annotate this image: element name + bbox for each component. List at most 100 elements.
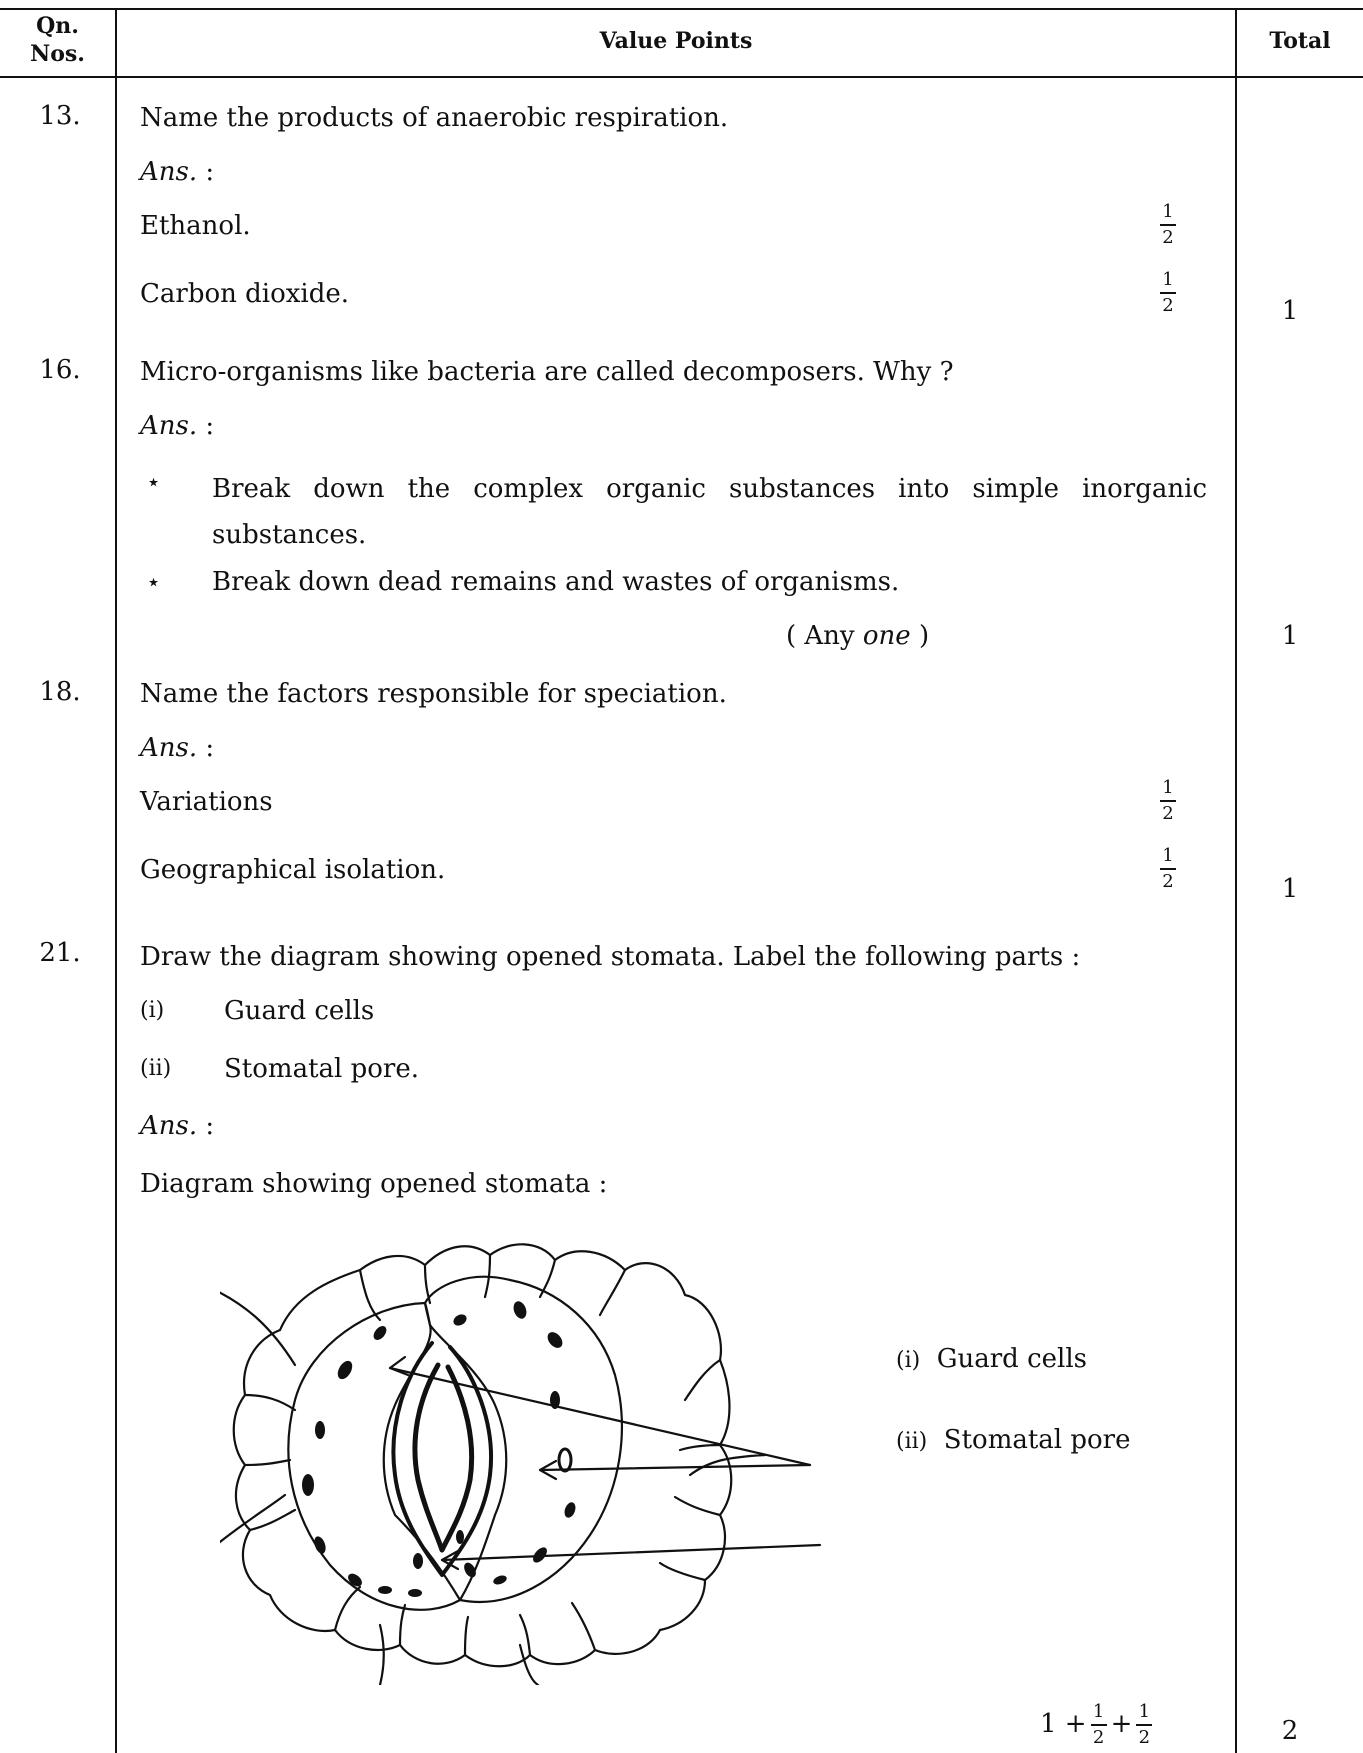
epidermal-cell-wall (518, 1613, 532, 1657)
chloroplast (302, 1474, 314, 1496)
header-qn-nos: Qn. Nos. (0, 12, 115, 68)
epidermal-cell-wall (358, 1268, 382, 1322)
chloroplast (547, 1332, 563, 1348)
q21-number: 21. (39, 938, 81, 968)
stomatal-pore (391, 1341, 493, 1577)
chloroplast (464, 1562, 476, 1578)
epidermal-cell-wall (243, 1393, 297, 1412)
epidermal-cell-wall (333, 1585, 362, 1632)
stray-line (220, 1291, 297, 1367)
q21-part-1: Guard cells (224, 996, 375, 1026)
q21-diagram-caption: Diagram showing opened stomata : (140, 1169, 608, 1199)
epidermal-cell-wall (658, 1561, 707, 1582)
q18-ans-label: Ans. : (140, 733, 215, 763)
chloroplast (493, 1575, 507, 1585)
header-nos: Nos. (30, 41, 85, 67)
epidermal-cell-wall (570, 1601, 597, 1652)
chloroplast (348, 1573, 362, 1587)
stray-line (688, 1453, 767, 1477)
q16-star-bullet-2: ⋆ (146, 568, 162, 596)
stomatal-pore-inner (412, 1362, 475, 1553)
table-top-border (0, 8, 1363, 10)
chloroplast (557, 1447, 573, 1473)
q13-total: 1 (1281, 296, 1299, 326)
q13-answer-ethanol: Ethanol. (140, 211, 251, 241)
diagram-label-stomatal-pore: (ii) Stomatal pore (896, 1425, 1131, 1455)
stray-line (518, 1643, 540, 1685)
chloroplast (453, 1314, 467, 1326)
chloroplast (315, 1421, 325, 1439)
stomata-diagram (220, 1243, 822, 1685)
chloroplast (314, 1536, 326, 1554)
arrowhead (440, 1549, 460, 1571)
q16-point-1: Break down the complex organic substance… (212, 474, 1207, 550)
epidermal-cell-wall (248, 1508, 297, 1532)
chloroplast (550, 1391, 560, 1409)
q21-question: Draw the diagram showing opened stomata.… (140, 942, 1081, 972)
epidermal-cell-wall (678, 1443, 722, 1452)
diagram-label-guard-cells: (i) Guard cells (896, 1344, 1088, 1374)
q18-answer-variations: Variations (140, 787, 273, 817)
arrowhead (538, 1459, 558, 1481)
q21-total: 2 (1281, 1716, 1299, 1746)
chloroplast (408, 1589, 422, 1597)
chloroplast (413, 1553, 423, 1569)
q21-part-2-number: (ii) (140, 1056, 172, 1081)
stray-line (220, 1493, 287, 1544)
epidermal-cell-wall (483, 1253, 492, 1299)
chloroplast (564, 1502, 576, 1518)
epidermal-cell-wall (423, 1263, 432, 1305)
q13-answer-carbon-dioxide: Carbon dioxide. (140, 279, 350, 309)
q21-ans-label: Ans. : (140, 1111, 215, 1141)
q21-part-1-number: (i) (140, 998, 165, 1023)
epidermal-cell-wall (683, 1358, 722, 1402)
label-line-guard-cell-left (388, 1366, 812, 1467)
epidermal-cell-wall (398, 1603, 407, 1647)
epidermal-cell-wall (598, 1268, 627, 1317)
q18-number: 18. (39, 677, 81, 707)
q16-any-one-note: ( Any one ) (786, 621, 930, 651)
label-line-guard-cell-right (538, 1463, 812, 1472)
epidermal-cell-outline (232, 1328, 733, 1668)
epidermal-cell-wall (243, 1458, 292, 1467)
q16-point-2: Break down dead remains and wastes of or… (212, 567, 900, 597)
header-value-points: Value Points (599, 28, 753, 54)
header-bottom-border (0, 76, 1363, 78)
q21-part-2: Stomatal pore. (224, 1054, 419, 1084)
label-line-stomatal-pore (440, 1543, 822, 1562)
column-divider-left (115, 8, 117, 1753)
chloroplast (337, 1360, 353, 1380)
q16-number: 16. (39, 355, 81, 385)
q16-question: Micro-organisms like bacteria are called… (140, 357, 954, 387)
q13-question: Name the products of anaerobic respirati… (140, 103, 729, 133)
header-qn: Qn. (36, 13, 79, 39)
right-guard-cell (423, 1275, 623, 1603)
q18-answer-geographical-isolation: Geographical isolation. (140, 855, 446, 885)
chloroplast (513, 1301, 527, 1319)
epidermal-cell-wall (538, 1258, 557, 1299)
q16-total: 1 (1281, 621, 1299, 651)
epidermal-cell-wall (673, 1495, 722, 1517)
q16-star-bullet-1: ⋆ (146, 468, 162, 496)
stray-line (378, 1623, 385, 1685)
q13-ans-label: Ans. : (140, 157, 215, 187)
q18-total: 1 (1281, 874, 1299, 904)
q16-ans-label: Ans. : (140, 411, 215, 441)
chloroplast (456, 1530, 464, 1544)
header-total: Total (1269, 28, 1331, 54)
epidermal-cell-wall (463, 1615, 470, 1657)
column-divider-right (1235, 8, 1237, 1753)
arrowhead (388, 1355, 410, 1377)
epidermal-cell-outline (278, 1243, 723, 1362)
chloroplast (373, 1326, 387, 1340)
chloroplast (378, 1586, 392, 1594)
chloroplast (533, 1547, 547, 1563)
